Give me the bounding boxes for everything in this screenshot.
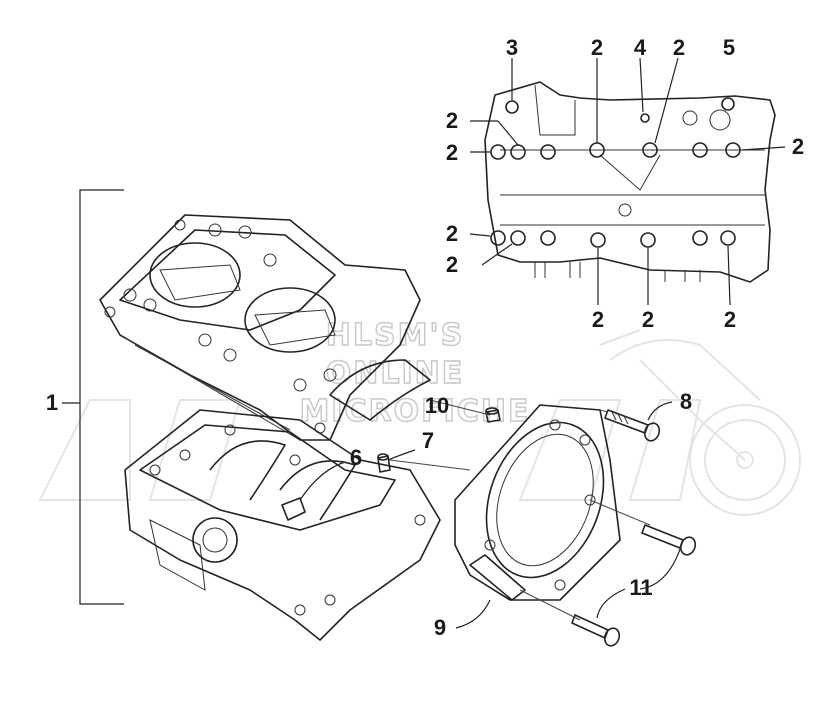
callout-2-top-a: 2 (591, 35, 603, 60)
watermark-line2: ONLINE (326, 356, 465, 391)
assembly-bracket (62, 189, 124, 605)
callout-3: 3 (506, 35, 518, 60)
callout-5: 5 (723, 35, 735, 60)
callout-2-top-b: 2 (673, 35, 685, 60)
bolt-11-lower (571, 614, 621, 647)
callout-2-right: 2 (792, 134, 804, 159)
callout-9: 9 (434, 615, 446, 640)
callout-2-bottom-c: 2 (724, 307, 736, 332)
callout-8: 8 (680, 389, 692, 414)
watermark-text: HLSM'S ONLINE MICROFICHE (299, 317, 531, 429)
bolt-11-upper (641, 524, 697, 556)
crankcase-top-view (484, 81, 776, 283)
callout-2-bottom-b: 2 (642, 307, 654, 332)
callout-10: 10 (425, 393, 449, 418)
callout-4: 4 (634, 35, 647, 60)
bolt-8 (604, 409, 661, 442)
callout-2-bottom-a: 2 (592, 307, 604, 332)
locating-pin (485, 407, 501, 423)
dowel-pin (377, 453, 391, 473)
alignment-lines (389, 399, 651, 621)
callout-7: 7 (422, 428, 434, 453)
callout-2-left-c: 2 (446, 221, 458, 246)
callout-6: 6 (350, 445, 362, 470)
watermark-line1: HLSM'S (326, 318, 464, 353)
callout-11: 11 (629, 575, 652, 600)
callout-2-left-d: 2 (446, 252, 458, 277)
callout-2-left-a: 2 (446, 108, 458, 133)
leader-lines (299, 57, 786, 629)
lower-crankcase (124, 409, 441, 641)
magneto-housing (454, 404, 621, 601)
upper-crankcase (99, 214, 431, 441)
callout-2-left-b: 2 (446, 140, 458, 165)
watermark-line3: MICROFICHE (300, 394, 531, 429)
callout-labels: 1 3 2 4 2 5 2 2 2 2 2 2 2 2 6 7 8 10 11 … (46, 35, 804, 640)
callout-1: 1 (46, 390, 58, 415)
